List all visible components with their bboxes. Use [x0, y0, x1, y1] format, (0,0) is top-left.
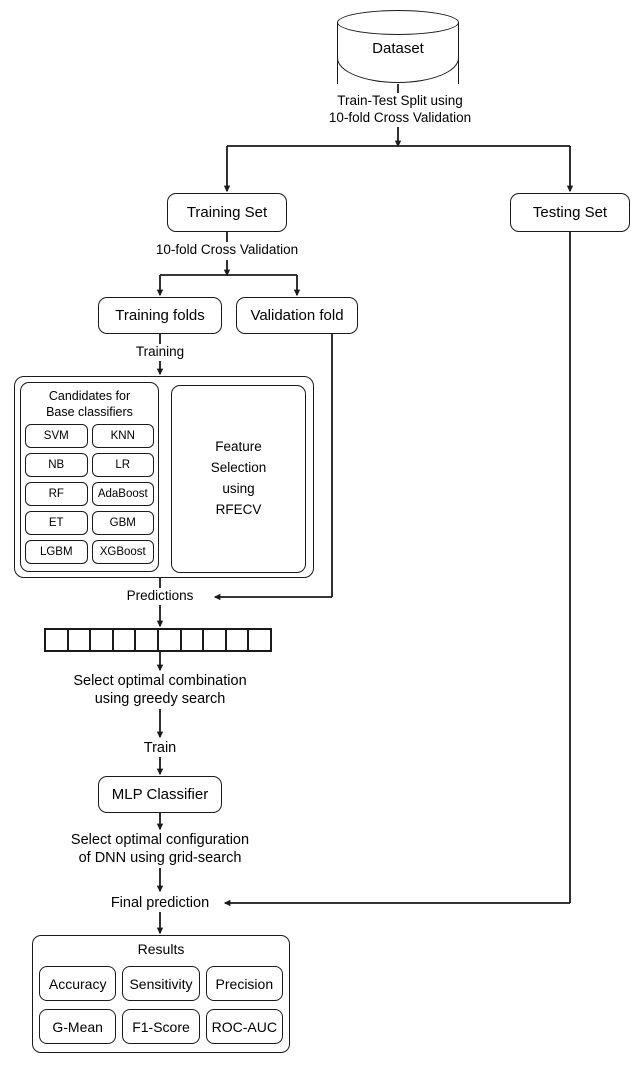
node-validation-fold[interactable]: Validation fold — [236, 297, 358, 334]
metric-chip[interactable]: Sensitivity — [122, 966, 200, 1001]
dataset-node[interactable]: Dataset — [337, 10, 459, 84]
classifier-chip[interactable]: SVM — [25, 424, 88, 448]
node-training-set[interactable]: Training Set — [167, 193, 287, 232]
prediction-cell — [46, 630, 69, 650]
prediction-cell — [227, 630, 250, 650]
dataset-label: Dataset — [372, 40, 424, 57]
metrics-grid: Accuracy Sensitivity Precision G-Mean F1… — [39, 966, 283, 1044]
edge-label-train: Train — [120, 739, 200, 758]
cylinder-top-ellipse — [337, 10, 459, 35]
predictions-vector — [44, 628, 272, 652]
node-feature-selection[interactable]: Feature Selection using RFECV — [171, 385, 306, 573]
metric-chip[interactable]: F1-Score — [122, 1009, 200, 1044]
prediction-cell — [249, 630, 270, 650]
classifier-chip[interactable]: ET — [25, 511, 88, 535]
classifier-chip[interactable]: LR — [91, 453, 154, 477]
base-classifier-grid: SVM KNN NB LR RF AdaBoost ET GBM LGBM XG… — [25, 424, 154, 564]
prediction-cell — [91, 630, 114, 650]
edge-label-train-test-split: Train-Test Split using 10-fold Cross Val… — [310, 93, 490, 127]
edge-label-cross-validation: 10-fold Cross Validation — [147, 242, 307, 259]
classifier-chip[interactable]: NB — [25, 453, 88, 477]
edge-label-greedy-search: Select optimal combination using greedy … — [50, 672, 270, 709]
classifier-chip[interactable]: KNN — [91, 424, 154, 448]
metric-chip[interactable]: Precision — [205, 966, 283, 1001]
edge-label-grid-search: Select optimal configuration of DNN usin… — [45, 831, 275, 868]
classifier-chip[interactable]: LGBM — [25, 540, 88, 564]
edge-label-final-prediction: Final prediction — [100, 894, 220, 913]
classifier-chip[interactable]: XGBoost — [91, 540, 154, 564]
metric-chip[interactable]: ROC-AUC — [205, 1009, 283, 1044]
node-training-folds[interactable]: Training folds — [98, 297, 222, 334]
metric-chip[interactable]: Accuracy — [39, 966, 117, 1001]
edge-label-predictions: Predictions — [110, 588, 210, 605]
node-mlp-classifier[interactable]: MLP Classifier — [98, 776, 222, 813]
results-panel-title: Results — [137, 941, 185, 957]
candidates-panel-title: Candidates for Base classifiers — [46, 389, 133, 419]
prediction-cell — [182, 630, 205, 650]
prediction-cell — [204, 630, 227, 650]
classifier-chip[interactable]: AdaBoost — [91, 482, 154, 506]
metric-chip[interactable]: G-Mean — [39, 1009, 117, 1044]
node-testing-set[interactable]: Testing Set — [510, 193, 630, 232]
prediction-cell — [114, 630, 137, 650]
prediction-cell — [69, 630, 92, 650]
classifier-chip[interactable]: GBM — [91, 511, 154, 535]
prediction-cell — [136, 630, 159, 650]
classifier-chip[interactable]: RF — [25, 482, 88, 506]
prediction-cell — [159, 630, 182, 650]
edge-label-training: Training — [120, 344, 200, 361]
